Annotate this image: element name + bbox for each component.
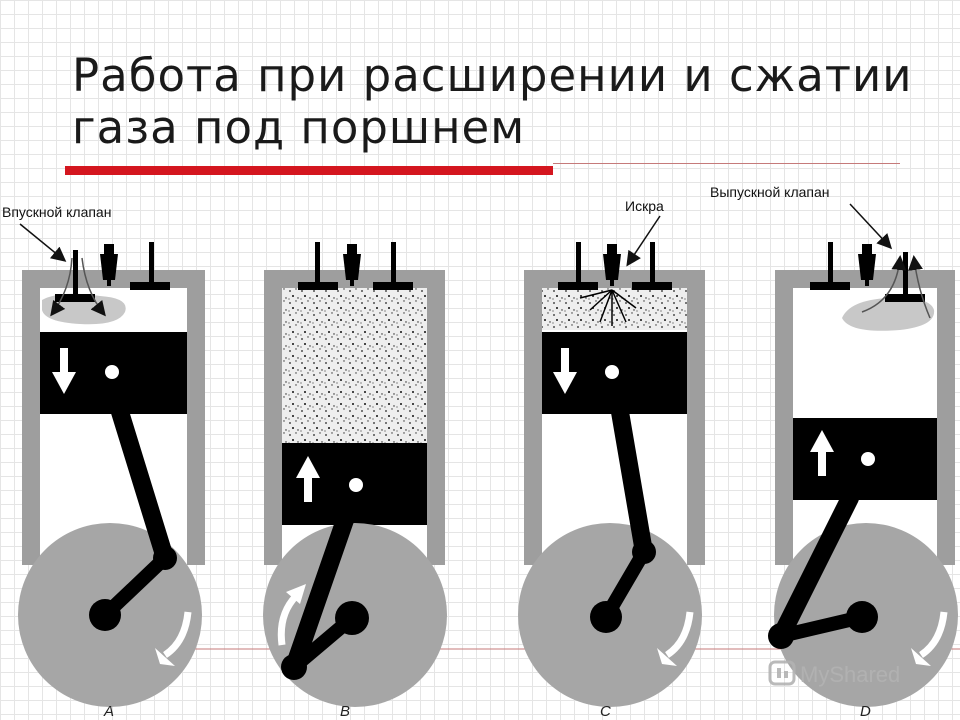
slide-title: Работа при расширении и сжатии газа под … [72, 50, 932, 154]
up-arrow-icon [296, 456, 320, 502]
connecting-rod [772, 489, 859, 645]
rotation-arrow-head [286, 584, 306, 604]
stage-label-a: A [103, 703, 114, 720]
intake-valve-label: Впускной клапан [2, 204, 111, 220]
stage-label-d: D [860, 703, 871, 720]
gas-flow-arrow [50, 257, 73, 317]
cylinder-wall-right [937, 270, 955, 565]
piston-pin [861, 452, 875, 466]
connecting-rod [111, 403, 174, 567]
engine-b [263, 242, 447, 707]
cylinder-wall-left [524, 270, 542, 565]
gas-flow-arrow [908, 255, 931, 319]
crank-joint [632, 540, 656, 564]
crank-joint [768, 623, 794, 649]
crank-axle [335, 601, 369, 635]
title-accent-bar [65, 166, 553, 175]
engine-cycle-diagram: Впускной клапан Искра Выпускной клапан A… [2, 184, 960, 720]
rotation-arrow-head [155, 648, 175, 666]
rotation-arrow-icon [162, 611, 192, 658]
exhaust-valve-label: Выпускной клапан [710, 184, 830, 200]
piston-pin [349, 478, 363, 492]
cylinder-wall-left [264, 270, 282, 565]
rotation-arrow-head [657, 648, 677, 666]
cylinder-wall-right [427, 270, 445, 565]
engine-d [768, 242, 958, 707]
gas-flow-arrow [861, 255, 907, 313]
up-arrow-icon [810, 430, 834, 476]
exhaust-valve-head [130, 282, 170, 290]
down-arrow-icon [52, 348, 76, 394]
connecting-rod [285, 511, 354, 676]
rotation-arrow-icon [664, 611, 694, 658]
intake-valve [73, 250, 78, 294]
intake-valve-head [558, 282, 598, 290]
stage-label-b: B [340, 703, 350, 720]
intake-valve-head [55, 294, 95, 302]
gas-cloud [842, 297, 935, 331]
stage-label-c: C [600, 703, 611, 720]
intake-valve [315, 242, 320, 284]
intake-valve-leader [19, 223, 67, 262]
engine-c [518, 242, 705, 707]
engine-a [18, 242, 205, 707]
title-line-1: Работа при расширении и сжатии [72, 49, 913, 102]
cylinder-wall-left [22, 270, 40, 565]
crank-joint [153, 546, 177, 570]
exhaust-valve-head [885, 294, 925, 302]
connecting-rod [611, 403, 653, 561]
spark-leader [626, 215, 661, 267]
crank-axle [89, 599, 121, 631]
rotation-arrow-head [911, 648, 931, 666]
cylinder-wall-right [687, 270, 705, 565]
spark-plug-icon [603, 244, 621, 286]
exhaust-valve [391, 242, 396, 284]
rotation-arrow-icon [918, 611, 948, 658]
spark-rays [579, 289, 637, 326]
cylinder-wall-right [187, 270, 205, 565]
compressed-mixture [282, 288, 427, 443]
spark-plug-icon [858, 244, 876, 286]
spark-plug-icon [100, 244, 118, 286]
exhaust-valve [903, 252, 908, 296]
spark-plug-icon [343, 244, 361, 286]
watermark-text: MyShared [800, 662, 900, 687]
watermark: MyShared [768, 660, 900, 687]
crank-axle [846, 601, 878, 633]
down-arrow-icon [553, 348, 577, 394]
exhaust-valve-head [632, 282, 672, 290]
piston-pin [105, 365, 119, 379]
exhaust-valve [149, 242, 154, 284]
exhaust-valve-head [373, 282, 413, 290]
intake-valve [576, 242, 581, 284]
title-rule-line [553, 163, 900, 164]
crank-joint [281, 654, 307, 680]
exhaust-valve-leader [849, 203, 893, 250]
rotation-arrow-icon [277, 593, 299, 646]
exhaust-valve [650, 242, 655, 284]
gas-flow-arrow [81, 257, 106, 317]
cylinder-wall-left [775, 270, 793, 565]
intake-valve-head [810, 282, 850, 290]
intake-valve [828, 242, 833, 284]
piston-pin [605, 365, 619, 379]
spark-label: Искра [625, 198, 664, 214]
crank-axle [590, 601, 622, 633]
title-line-2: газа под поршнем [72, 101, 526, 154]
intake-valve-head [298, 282, 338, 290]
watermark-logo-icon [768, 660, 796, 686]
